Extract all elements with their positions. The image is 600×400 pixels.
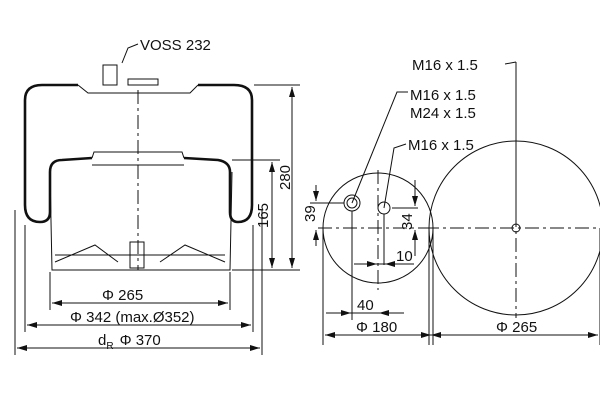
thread-label-m16-b: M16 x 1.5 [408, 137, 474, 154]
bellows-outline [23, 83, 93, 224]
roll-sub: R [106, 341, 113, 352]
height-total-label: 280 [277, 165, 294, 190]
side-view: VOSS 232 280 165 Φ 265 Φ 342 (max.Ø352) … [14, 37, 300, 355]
bottom-plate-view: M16 x 1.5 Φ 265 [412, 57, 600, 345]
thread-label-m24: M24 x 1.5 [410, 105, 476, 122]
top-diameter-label: Φ 180 [356, 319, 397, 336]
valve-fitting [102, 64, 118, 86]
top-plate-view: 39 34 10 40 Φ 180 M16 x 1.5 M24 x 1.5 M1… [302, 87, 476, 345]
thread-label-m16-a: M16 x 1.5 [410, 87, 476, 104]
bellows-diameter-label: Φ 342 (max.Ø352) [70, 309, 195, 326]
dim-34: 34 [399, 213, 416, 230]
dim-10: 10 [396, 248, 413, 265]
roll-prefix: d [98, 332, 106, 349]
dim-40: 40 [357, 297, 374, 314]
piston-diameter-label: Φ 265 [102, 287, 143, 304]
height-piston-label: 165 [255, 203, 272, 228]
svg-text:dRΦ 370: dR Φ 370 [98, 332, 161, 352]
dim-39: 39 [302, 205, 319, 222]
bottom-diameter-label: Φ 265 [496, 319, 537, 336]
valve-label: VOSS 232 [140, 37, 211, 54]
roll-diameter-label: Φ 370 [120, 332, 161, 349]
thread-label-m16-main: M16 x 1.5 [412, 57, 478, 74]
